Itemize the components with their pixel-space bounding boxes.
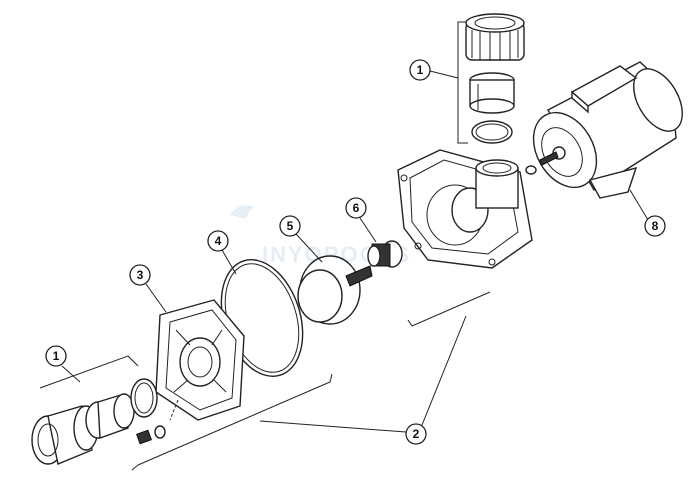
group-2-brackets — [131, 291, 491, 471]
callout-5-label: 5 — [287, 219, 294, 233]
seal-washer — [525, 165, 537, 175]
callout-3: 3 — [129, 264, 151, 286]
pump-housing — [397, 149, 533, 269]
callout-1-top-label: 1 — [417, 63, 424, 77]
diffuser — [367, 240, 403, 268]
callout-2: 2 — [405, 423, 427, 445]
union-kit-bottom-bracket — [39, 355, 139, 389]
callout-2-label: 2 — [413, 427, 420, 441]
seal-plate — [155, 299, 245, 421]
tailpiece-top — [469, 72, 515, 114]
motor — [525, 61, 683, 199]
leader-lines — [61, 70, 649, 383]
callout-1-top: 1 — [409, 59, 431, 81]
callout-4-label: 4 — [215, 234, 222, 248]
callout-1-bottom: 1 — [45, 345, 67, 367]
callout-1-bottom-label: 1 — [53, 349, 60, 363]
callout-5: 5 — [279, 215, 301, 237]
callout-6: 6 — [345, 197, 367, 219]
callout-3-label: 3 — [137, 268, 144, 282]
union-kit-bottom — [31, 355, 158, 465]
callout-4: 4 — [207, 230, 229, 252]
impeller — [297, 255, 373, 325]
tailpiece-bottom — [85, 393, 135, 439]
callout-6-label: 6 — [353, 201, 360, 215]
drain-plug — [136, 425, 166, 445]
callout-8: 8 — [644, 215, 666, 237]
union-kit-top-bracket — [457, 21, 468, 144]
union-kit-top — [457, 13, 525, 144]
union-nut-bottom — [31, 405, 99, 465]
o-ring-top — [471, 120, 513, 144]
union-nut-top — [465, 13, 525, 61]
callout-8-label: 8 — [652, 219, 659, 233]
